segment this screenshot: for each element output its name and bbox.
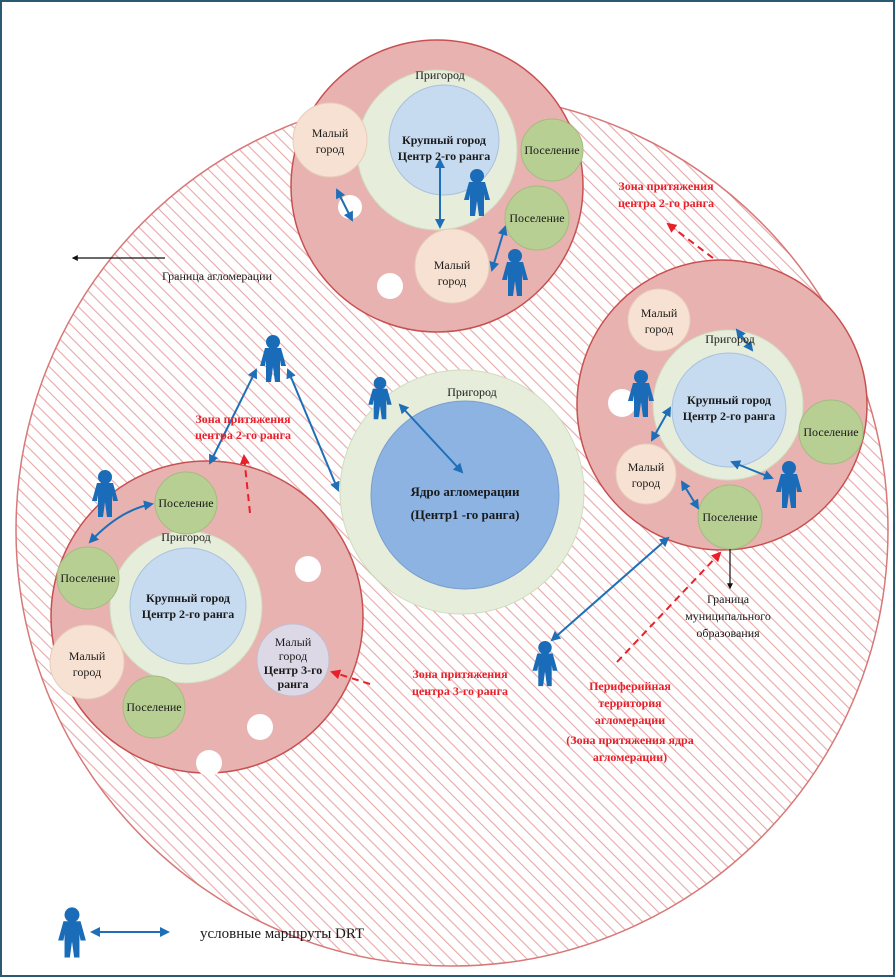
- small-town-label: Малый: [628, 460, 665, 474]
- periphery-label-2: территория: [598, 696, 662, 710]
- labels: Граница агломерации Пригород Крупный гор…: [60, 68, 858, 942]
- zone3-label: Зона притяжения: [412, 667, 508, 681]
- center3-label-3: Центр 3-го: [264, 663, 322, 677]
- zone3-label-2: центра 3-го ранга: [412, 684, 508, 698]
- core-label: Ядро агломерации: [410, 484, 520, 499]
- suburb-label: Пригород: [447, 385, 496, 399]
- big-city-label: Крупный город: [146, 591, 230, 605]
- municipal-boundary-label: Граница: [707, 592, 750, 606]
- small-town-label: Малый: [641, 306, 678, 320]
- suburb-label: Пригород: [705, 332, 754, 346]
- center3-label-2: город: [279, 649, 307, 663]
- small-town-label-2: город: [632, 476, 660, 490]
- big-city-rank-label: Центр 2-го ранга: [683, 409, 775, 423]
- big-city-label: Крупный город: [402, 133, 486, 147]
- drt-routes: [88, 158, 774, 642]
- settlement-label: Поселение: [126, 700, 181, 714]
- small-town-label-2: город: [645, 322, 673, 336]
- periphery-label: Периферийная: [589, 679, 671, 693]
- periphery-label-4: (Зона притяжения ядра: [566, 733, 693, 747]
- small-town-label-2: город: [73, 665, 101, 679]
- big-city-rank-label: Центр 2-го ранга: [142, 607, 234, 621]
- settlement-label: Поселение: [158, 496, 213, 510]
- settlement-label: Поселение: [524, 143, 579, 157]
- small-town-label-2: город: [316, 142, 344, 156]
- settlement-label: Поселение: [60, 571, 115, 585]
- settlement-label: Поселение: [509, 211, 564, 225]
- zone2-label-left: Зона притяжения: [195, 412, 291, 426]
- small-town-label: Малый: [69, 649, 106, 663]
- big-city-rank-label: Центр 2-го ранга: [398, 149, 490, 163]
- agglomeration-boundary-label: Граница агломерации: [162, 269, 273, 283]
- zone2-label-top-2: центра 2-го ранга: [618, 196, 714, 210]
- big-city-label: Крупный город: [687, 393, 771, 407]
- center3-label-4: ранга: [277, 677, 308, 691]
- municipal-boundary-label-2: муниципального: [685, 609, 771, 623]
- small-town-label-2: город: [438, 274, 466, 288]
- attraction-arrows: [239, 222, 722, 685]
- periphery-label-3: агломерации: [595, 713, 665, 727]
- center3-label: Малый: [275, 635, 312, 649]
- legend-person-icon: [58, 907, 86, 958]
- suburb-label: Пригород: [161, 530, 210, 544]
- municipal-boundary-label-3: образования: [696, 626, 760, 640]
- zone2-label-left-2: центра 2-го ранга: [195, 428, 291, 442]
- suburb-label: Пригород: [415, 68, 464, 82]
- periphery-label-5: агломерации): [593, 750, 667, 764]
- settlement-label: Поселение: [702, 510, 757, 524]
- core-rank-label: (Центр1 -го ранга): [411, 507, 520, 522]
- municipality-top: [290, 39, 584, 333]
- zone2-label-top: Зона притяжения: [618, 179, 714, 193]
- legend-text: условные маршруты DRT: [200, 926, 364, 942]
- small-town-label: Малый: [312, 126, 349, 140]
- settlement-label: Поселение: [803, 425, 858, 439]
- small-town-label: Малый: [434, 258, 471, 272]
